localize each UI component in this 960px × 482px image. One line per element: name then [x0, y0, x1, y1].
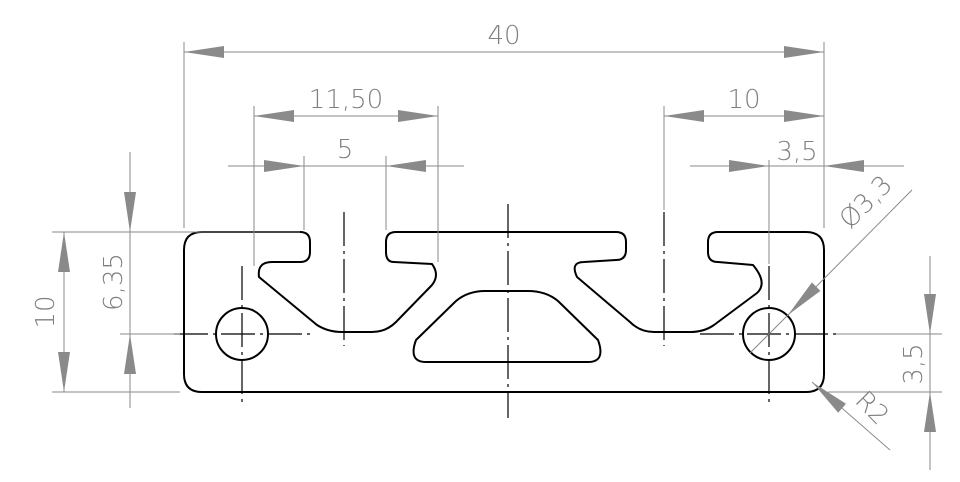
profile-body — [183, 231, 825, 393]
extension-lines — [52, 42, 942, 393]
center-lines — [174, 204, 836, 418]
center-cavity — [412, 290, 602, 363]
label-slot-opening: 5 — [337, 135, 354, 165]
label-right-offset: 10 — [727, 85, 760, 115]
label-hole-height: 3,5 — [899, 343, 929, 384]
label-overall-height: 10 — [31, 295, 61, 328]
profile-outline — [183, 231, 825, 393]
leader-corner-radius — [811, 381, 891, 451]
dimension-lines — [58, 45, 936, 470]
label-hole-diameter: Ø3,3 — [834, 170, 899, 235]
label-small-offset: 3,5 — [776, 137, 817, 167]
label-overall-width: 40 — [487, 21, 520, 51]
label-slot-span: 11,50 — [309, 85, 383, 115]
leader-hole-diameter — [787, 189, 913, 316]
label-slot-height: 6,35 — [99, 253, 129, 311]
dimension-labels: 40 11,50 5 10 3,5 Ø3,3 10 6,35 3,5 R2 — [31, 21, 929, 431]
